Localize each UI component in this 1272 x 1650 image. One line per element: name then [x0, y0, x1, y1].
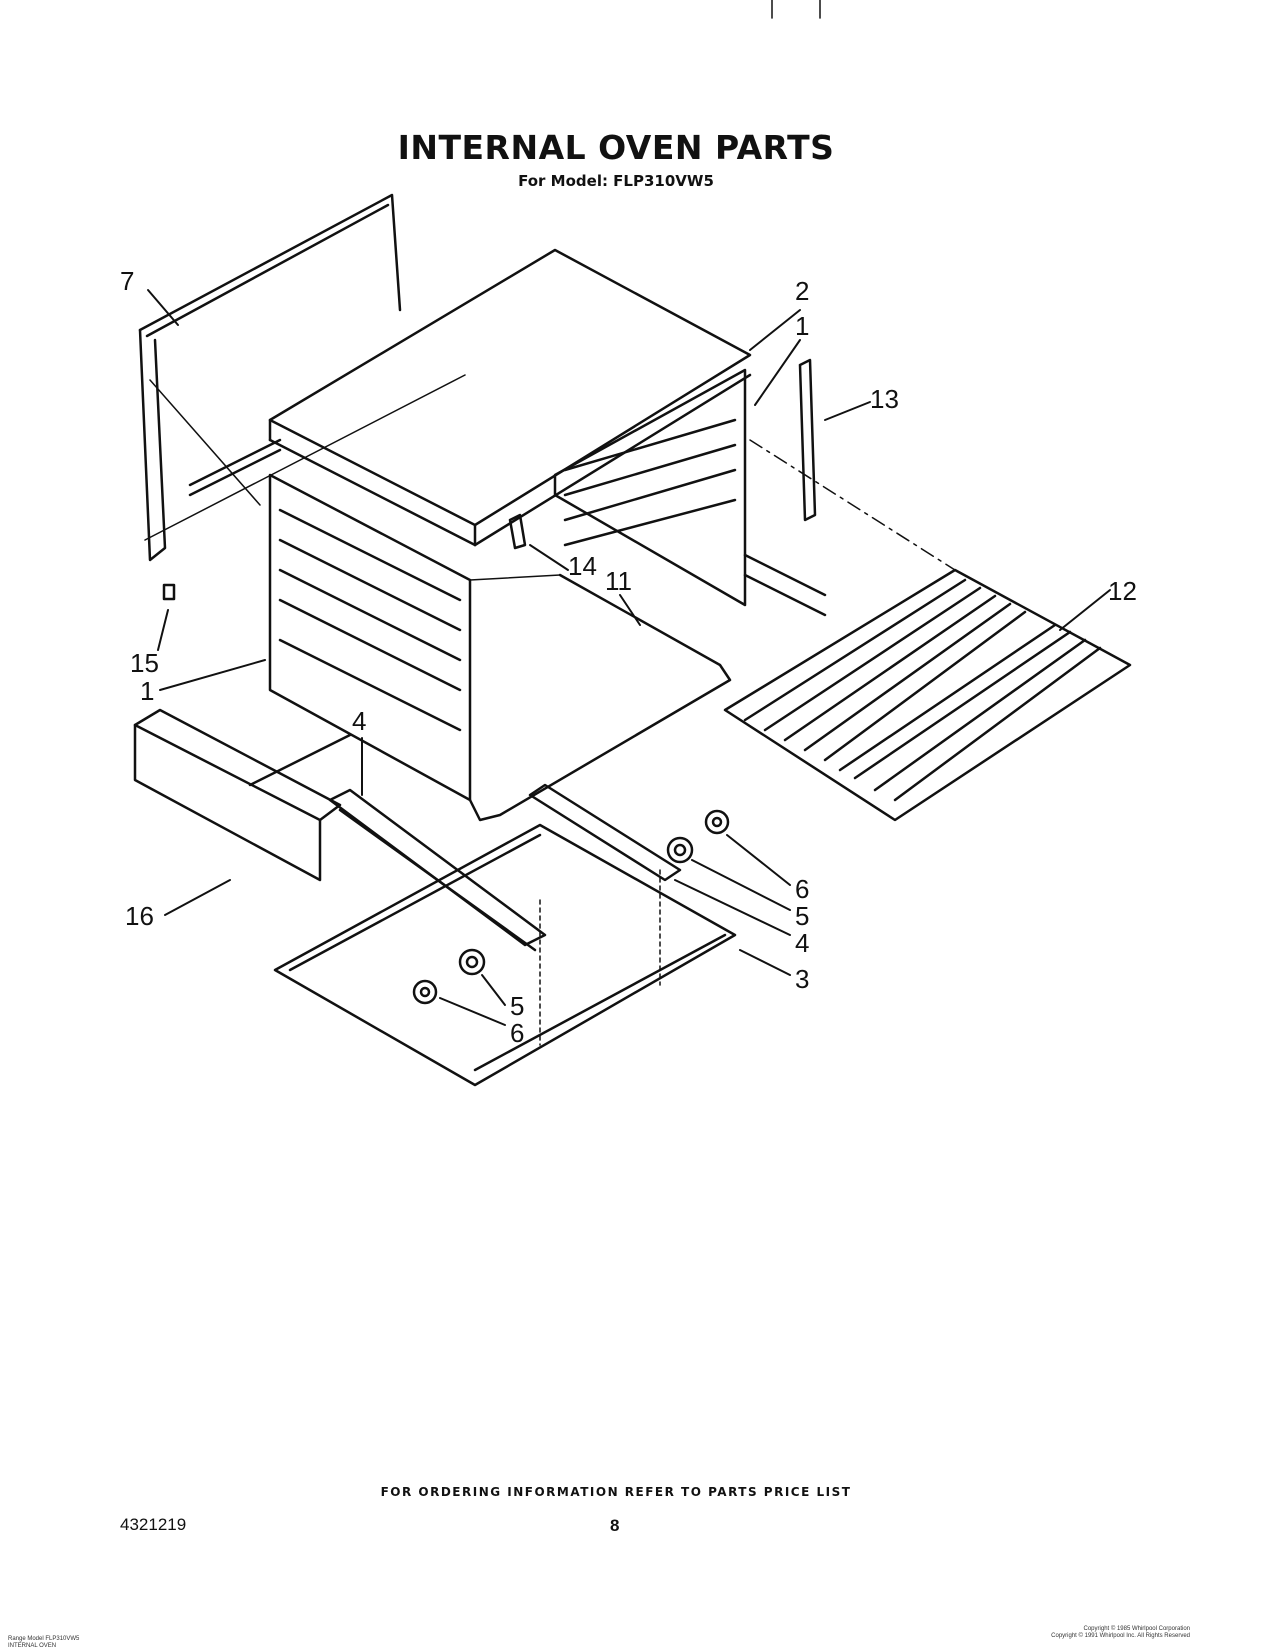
callout-12: 12 [1108, 576, 1137, 606]
leader-12 [1059, 589, 1111, 631]
footer-left-small: Range Model FLP310VW5 INTERNAL OVEN [8, 1636, 79, 1650]
callout-5-left: 5 [510, 991, 524, 1021]
ordering-note: FOR ORDERING INFORMATION REFER TO PARTS … [380, 1485, 852, 1499]
part-5-roller-right [666, 836, 694, 864]
footer-right-line-2: Copyright © 1991 Whirlpool Inc. All Righ… [1051, 1633, 1190, 1639]
part-6-knob-left [412, 979, 438, 1005]
leader-13 [824, 401, 871, 421]
footer-left-line-2: INTERNAL OVEN [8, 1643, 57, 1649]
part-4-right-slide-rail [528, 783, 682, 882]
leader-11 [619, 594, 641, 626]
leader-15 [157, 609, 169, 651]
part-3-base-frame [273, 823, 737, 1087]
leader-16 [164, 879, 231, 916]
footer-left-line-1: Range Model FLP310VW5 [8, 1636, 80, 1642]
leader-5b [481, 974, 506, 1006]
leader-3 [739, 949, 791, 976]
part-7-rear-frame [138, 193, 466, 562]
leader-6a [726, 834, 791, 886]
callout-7: 7 [120, 266, 134, 296]
callout-15: 15 [130, 648, 159, 678]
callout-6-left: 6 [510, 1018, 524, 1048]
callout-4-right: 4 [795, 928, 809, 958]
leader-1a [754, 339, 801, 406]
footer-right-line-1: Copyright © 1985 Whirlpool Corporation [1083, 1626, 1190, 1632]
part-6-knob-right [704, 809, 730, 835]
part-15-fastener [162, 583, 176, 601]
callout-11: 11 [605, 566, 632, 596]
part-12-oven-rack [723, 568, 1132, 822]
callout-13: 13 [870, 384, 899, 414]
page-title: INTERNAL OVEN PARTS [397, 128, 835, 167]
part-1-right-side-panel [553, 368, 827, 617]
callout-16: 16 [125, 901, 154, 931]
document-number: 4321219 [120, 1515, 187, 1534]
rack-alignment-line [749, 439, 956, 571]
callout-3: 3 [795, 964, 809, 994]
part-13-bracket [798, 358, 817, 522]
callout-6-right: 6 [795, 874, 809, 904]
part-5-roller-left [458, 948, 486, 976]
callout-14: 14 [568, 551, 597, 581]
part-14-clip [508, 513, 527, 550]
leader-4b [674, 879, 791, 936]
part-16-front-trim [133, 708, 352, 882]
leader-2 [749, 309, 801, 351]
oven-liner-top [268, 248, 752, 547]
callout-4-left: 4 [352, 706, 366, 736]
part-4-left-slide-rail [328, 788, 547, 952]
leader-7 [147, 289, 179, 326]
leader-5a [691, 859, 791, 911]
callout-5-right: 5 [795, 901, 809, 931]
callout-1-top: 1 [795, 311, 809, 341]
model-subtitle: For Model: FLP310VW5 [518, 172, 714, 190]
part-11-oven-bottom [468, 573, 732, 822]
callout-2: 2 [795, 276, 809, 306]
leader-14 [529, 544, 569, 571]
page-number: 8 [610, 1516, 620, 1535]
leader-6b [439, 997, 506, 1026]
leader-1b [159, 659, 266, 691]
callout-1-left: 1 [140, 676, 154, 706]
footer-right-small: Copyright © 1985 Whirlpool Corporation C… [990, 1626, 1190, 1640]
